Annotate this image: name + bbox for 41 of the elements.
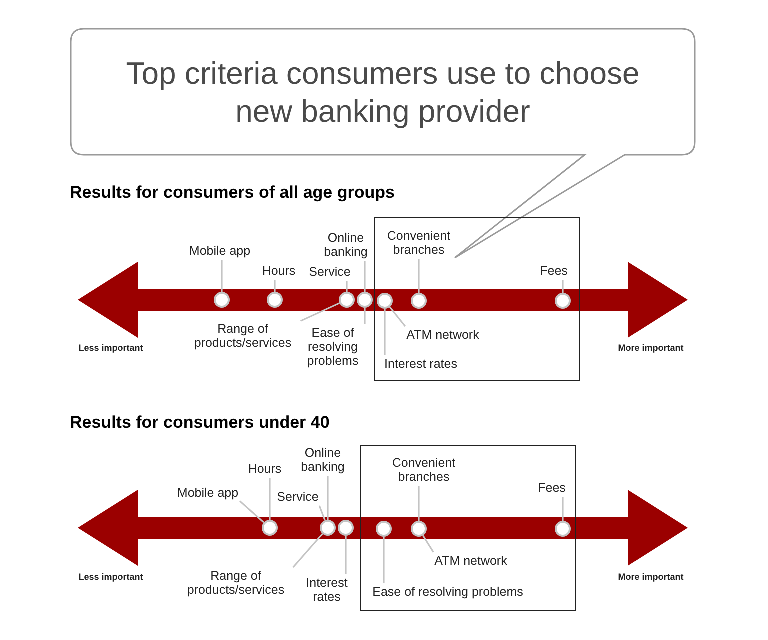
leader-line <box>562 497 564 521</box>
leader-line <box>345 536 347 574</box>
leader-line <box>422 535 434 553</box>
highlight-frame <box>360 445 576 611</box>
criterion-label: Ease of resolving problems <box>372 585 524 599</box>
criterion-label: Mobile app <box>189 244 251 258</box>
axis-end-label: More important <box>618 342 684 355</box>
leader-line <box>269 478 271 520</box>
highlight-frame <box>374 217 580 381</box>
leader-line <box>418 259 420 293</box>
criterion-label: Mobile app <box>177 486 239 500</box>
leader-line <box>292 533 324 568</box>
leader-line <box>327 476 329 520</box>
criterion-label: Hours <box>262 264 296 278</box>
axis-end-label: More important <box>618 571 684 584</box>
criterion-label: Service <box>309 265 351 279</box>
section-heading: Results for consumers of all age groups <box>70 182 395 204</box>
leader-line <box>384 309 386 355</box>
leader-line <box>346 281 348 292</box>
section-heading: Results for consumers under 40 <box>70 412 330 434</box>
axis-end-label: Less important <box>78 342 144 355</box>
leader-line <box>300 302 340 322</box>
leader-line <box>240 500 265 524</box>
leader-line <box>318 506 326 521</box>
axis-end-label: Less important <box>78 571 144 584</box>
criterion-label: Fees <box>540 264 568 278</box>
criterion-label: Interest rates <box>384 357 458 371</box>
criterion-label: Hours <box>248 462 282 476</box>
criterion-label: ATM network <box>406 328 480 342</box>
leader-line <box>418 486 420 521</box>
criterion-label: Fees <box>538 481 566 495</box>
leader-line <box>383 537 385 583</box>
leader-line <box>221 260 223 292</box>
criterion-label: Service <box>277 490 319 504</box>
title-text: Top criteria consumers use to choose new banking provider <box>125 55 641 131</box>
leader-line <box>562 280 564 293</box>
leader-line <box>389 306 406 327</box>
leader-line <box>274 280 276 292</box>
leader-line <box>364 261 366 292</box>
leader-line <box>364 308 366 324</box>
criterion-label: ATM network <box>434 554 508 568</box>
